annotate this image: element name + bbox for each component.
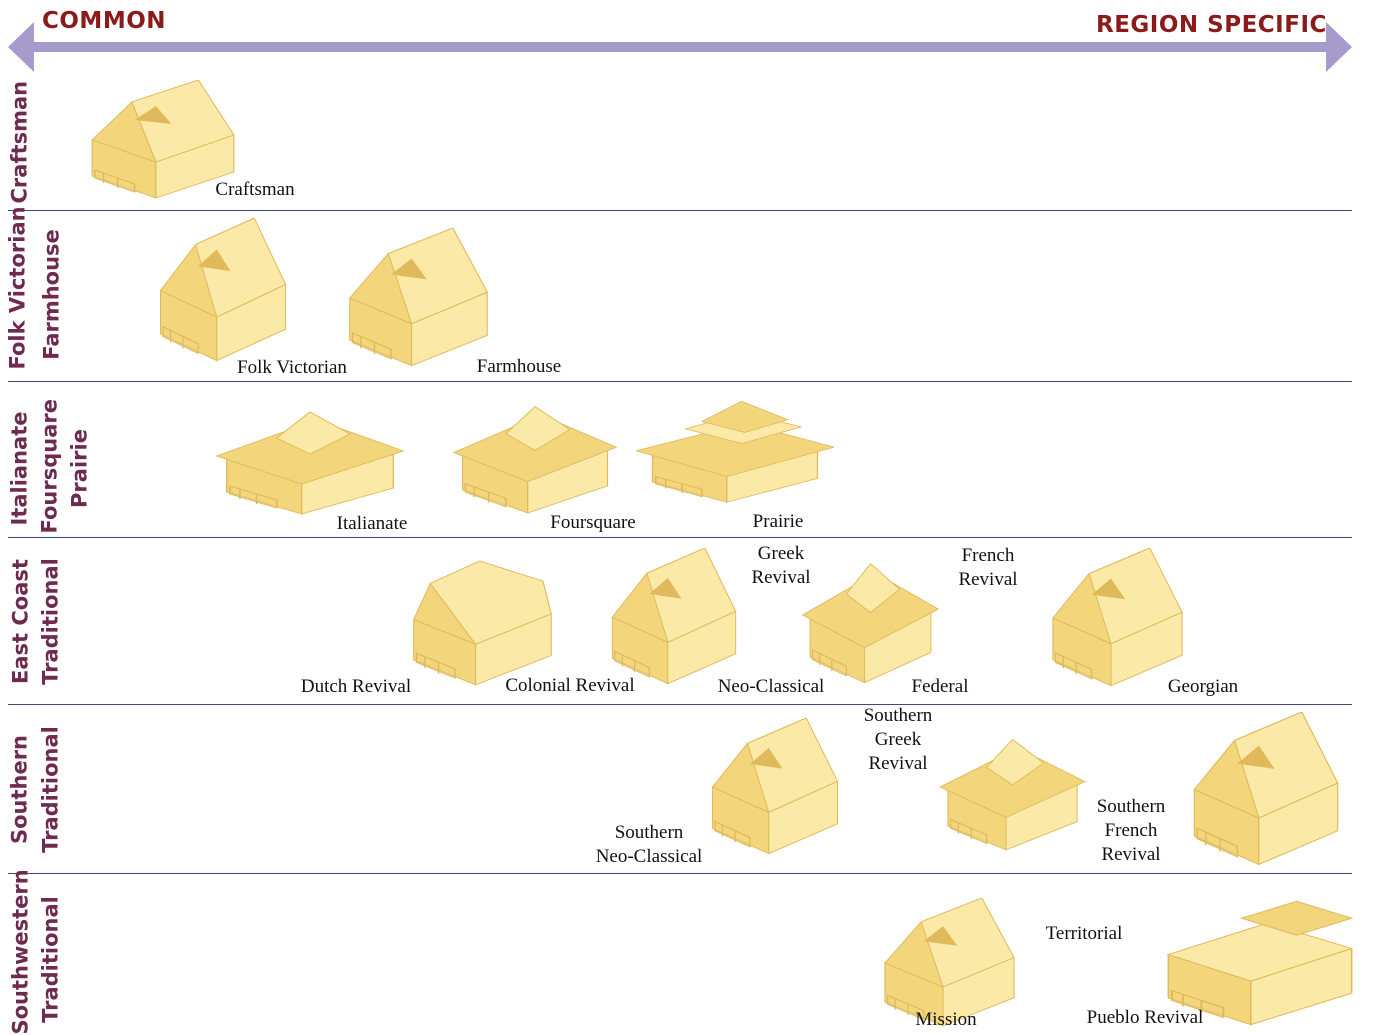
row-label-line: Traditional xyxy=(38,726,63,853)
style-label: Mission xyxy=(915,1009,977,1030)
row-label-line: Prairie xyxy=(67,429,92,508)
style-label: Georgian xyxy=(1167,676,1239,697)
common-label: COMMON xyxy=(42,8,167,34)
row-label-line: Southwestern xyxy=(8,869,33,1035)
style-label: Colonial Revival xyxy=(505,675,635,696)
house-icon xyxy=(1150,882,1370,1027)
common-to-region-arrow xyxy=(8,22,1352,72)
house-icon xyxy=(400,552,565,687)
style-label: Southern Neo-Classical xyxy=(595,822,703,867)
row-label-line: Traditional xyxy=(38,896,63,1023)
style-label: Southern French Revival xyxy=(1096,796,1166,865)
house-icon xyxy=(600,548,748,686)
row-divider xyxy=(8,704,1352,705)
style-label: French Revival xyxy=(958,545,1018,590)
style-label: Territorial xyxy=(1045,923,1123,944)
row-label-line: Farmhouse xyxy=(39,229,64,360)
row-divider xyxy=(8,873,1352,874)
house-icon xyxy=(1180,712,1352,867)
style-label: Folk Victorian xyxy=(237,357,347,378)
style-label: Craftsman xyxy=(215,179,295,200)
house-icon xyxy=(1040,548,1195,688)
house-icon xyxy=(636,394,834,504)
style-label: Dutch Revival xyxy=(300,676,412,697)
row-divider xyxy=(8,381,1352,382)
house-icon xyxy=(872,898,1027,1028)
style-label: Italianate xyxy=(336,513,408,534)
house-icon xyxy=(336,228,501,368)
row-label-line: Foursquare xyxy=(37,399,62,534)
house-icon xyxy=(798,545,943,685)
row-label-line: Traditional xyxy=(38,558,63,685)
region-specific-label: REGION SPECIFIC xyxy=(1096,12,1327,38)
style-label: Federal xyxy=(911,676,969,697)
style-label: Southern Greek Revival xyxy=(863,705,933,774)
row-label-line: Folk Victorian xyxy=(5,206,30,370)
house-icon xyxy=(700,718,850,856)
style-label: Greek Revival xyxy=(751,543,811,588)
house-icon xyxy=(448,390,622,515)
house-icon xyxy=(78,80,248,200)
style-label: Prairie xyxy=(752,511,804,532)
style-label: Foursquare xyxy=(550,512,636,533)
row-divider xyxy=(8,210,1352,211)
row-divider xyxy=(8,537,1352,538)
row-label-line: Italianate xyxy=(7,411,32,526)
house-icon xyxy=(148,218,298,363)
row-label-line: East Coast xyxy=(8,559,33,684)
house-icon xyxy=(935,722,1090,852)
house-icon xyxy=(210,396,410,516)
style-label: Farmhouse xyxy=(476,356,562,377)
style-label: Pueblo Revival xyxy=(1086,1007,1204,1028)
style-label: Neo-Classical xyxy=(717,676,825,697)
row-label-line: Southern xyxy=(7,734,32,845)
row-label-line: Craftsman xyxy=(7,80,32,204)
